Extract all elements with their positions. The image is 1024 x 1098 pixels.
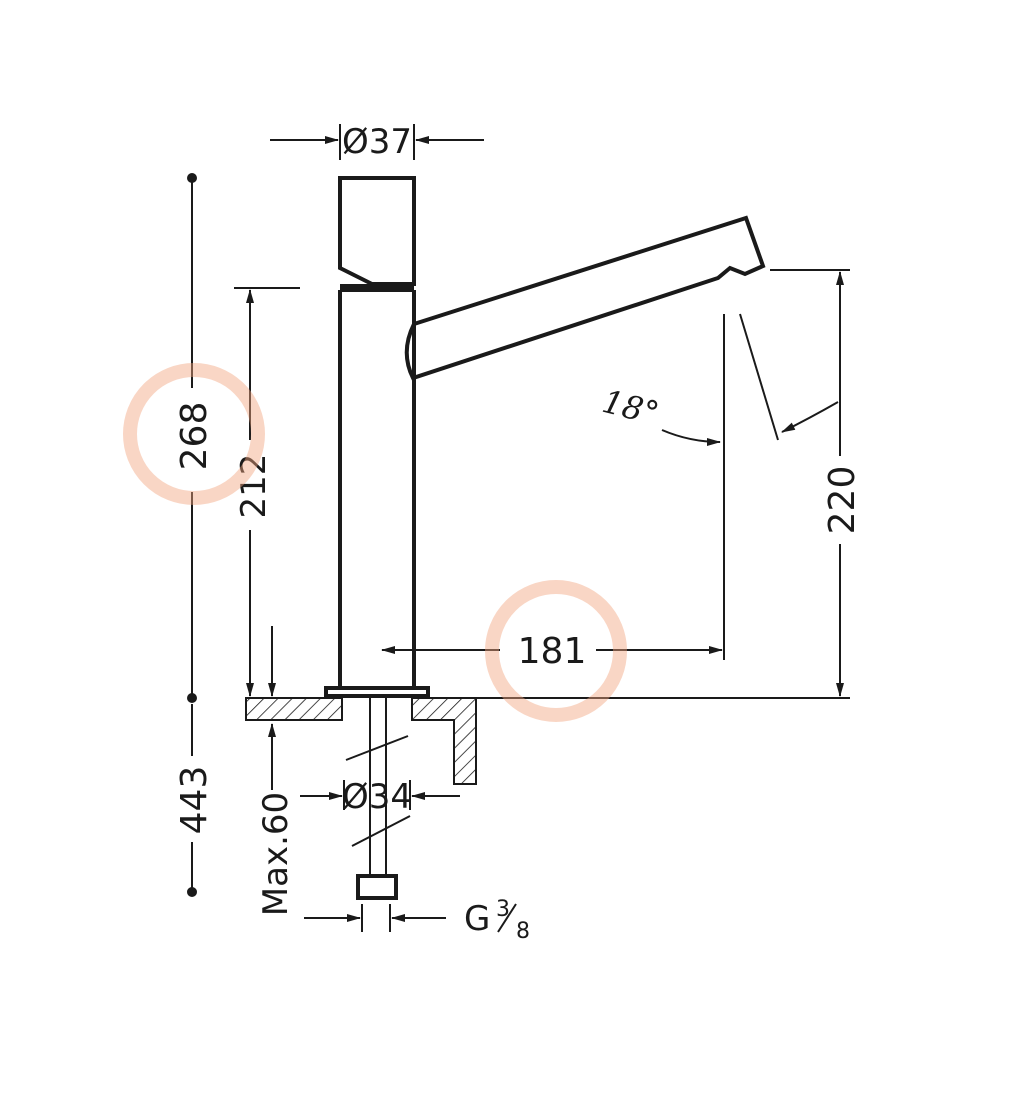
base-flange [324,686,430,698]
label-connection-thread: G [464,899,490,939]
dim-max-deck: Max.60 [256,723,296,916]
label-spout-angle: 18° [599,382,663,433]
label-total-height: 268 [174,402,215,471]
main-column [338,290,416,688]
label-body-height: 212 [234,454,274,519]
hose-nut [356,874,398,900]
deck-right [411,697,477,785]
dim-shank-diameter: Ø34 [300,777,460,817]
dim-total-height: 268 [174,173,215,703]
label-max-deck: Max.60 [256,792,296,916]
highlight-spout-reach [485,580,627,722]
label-spout-reach: 181 [518,631,587,672]
dim-spout-diameter: Ø37 [270,122,484,162]
dim-spout-height: 220 [420,269,863,699]
dim-body-height: 212 [234,287,300,697]
dim-connection-thread: G 3 8 [304,897,530,944]
label-overall-length: 443 [174,766,215,835]
deck-left [245,697,343,721]
break-mark-top [345,735,409,761]
dim-spout-reach: 181 [381,314,725,672]
dim-spout-angle: 18° [599,313,839,446]
dim-overall-length: 443 [174,704,215,897]
label-connection-numerator: 3 [496,897,510,922]
faucet-outline [324,176,766,698]
label-connection-denominator: 8 [516,919,530,944]
spout [404,215,766,381]
highlight-total-height [123,363,265,505]
deck-section [245,697,477,785]
break-mark-bottom [351,815,411,847]
shank [345,698,411,900]
label-spout-height: 220 [822,466,863,535]
label-shank-diameter: Ø34 [342,777,412,817]
label-spout-diameter: Ø37 [342,122,412,162]
handle-cap [338,176,416,286]
